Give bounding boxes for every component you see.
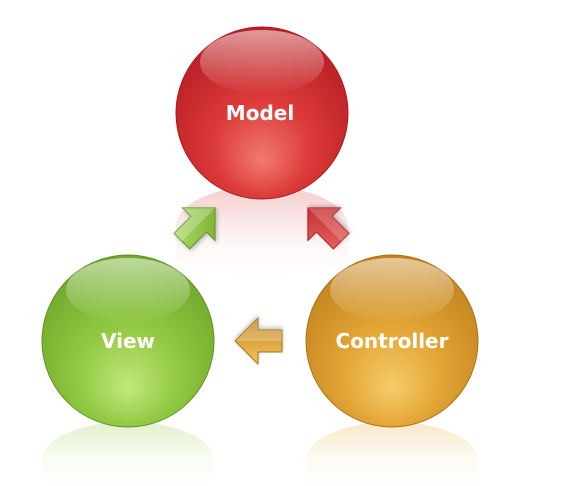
model-label: Model [226,101,294,125]
arrow-controller-to-view [234,316,283,366]
arrow-controller-to-model [307,207,350,250]
view-node: View [41,254,215,428]
view-label: View [101,329,155,353]
arrow-view-to-model [173,207,216,250]
diagram-arrows [173,207,350,366]
view-reflection [42,422,214,486]
controller-node: Controller [305,254,479,428]
node-reflections [42,186,478,486]
model-reflection [176,186,348,276]
model-node: Model [175,26,349,200]
controller-reflection [306,422,478,486]
controller-gloss [330,258,454,322]
controller-label: Controller [336,329,449,353]
model-gloss [200,30,324,94]
view-gloss [66,258,190,322]
